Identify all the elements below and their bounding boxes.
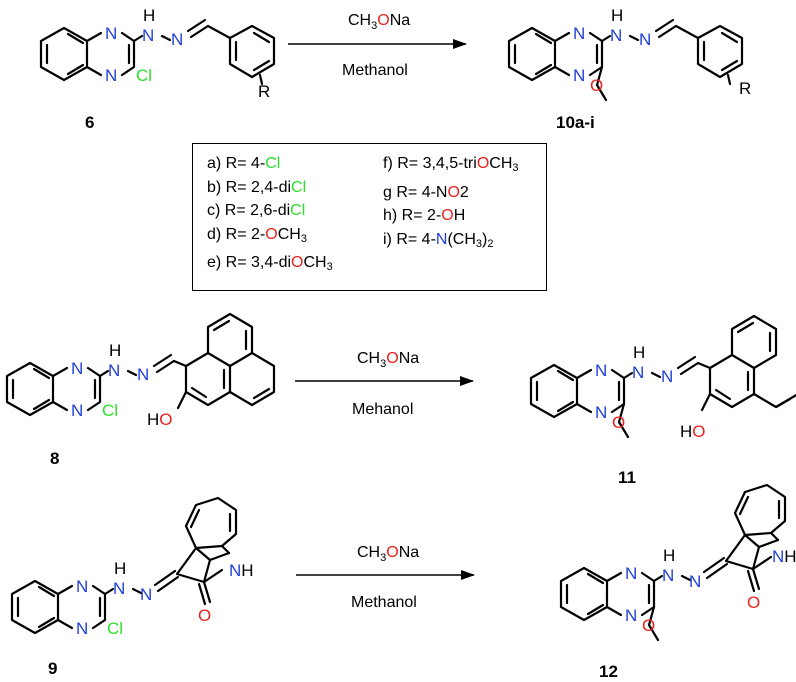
atom-nh: NH: [772, 547, 796, 566]
compound-12-structure: [559, 483, 787, 642]
atom-n: N: [105, 24, 117, 43]
legend-item: c) R= 2,6-diCl: [207, 202, 306, 219]
atom-h: H: [109, 341, 121, 360]
reagent-bottom-3: Methanol: [351, 594, 417, 611]
compound-label-10a-i: 10a-i: [556, 113, 595, 132]
atom-n: N: [140, 585, 152, 604]
atom-n: N: [71, 359, 83, 378]
atom-n: N: [625, 564, 637, 583]
legend-column-right: f) R= 3,4,5-triOCH3 g R= 4-NO2 h) R= 2-OH i…: [383, 152, 519, 256]
reagent-bottom-2: Mehanol: [352, 401, 413, 418]
compound-6-structure: [39, 18, 276, 86]
atom-n: N: [108, 361, 120, 380]
atom-n: N: [171, 30, 183, 49]
atom-n: N: [661, 367, 673, 386]
compound-label-11: 11: [618, 468, 636, 487]
atom-n: N: [113, 579, 125, 598]
compound-9-structure: [10, 496, 238, 635]
substituent-legend-box: a) R= 4-Cl b) R= 2,4-diCl c) R= 2,6-diCl d)…: [192, 143, 547, 291]
atom-n: N: [142, 26, 154, 45]
atom-h: H: [663, 546, 675, 565]
atom-n: N: [71, 401, 83, 420]
legend-item: a) R= 4-Cl: [207, 155, 281, 172]
atom-n: N: [595, 403, 607, 422]
atom-n: N: [639, 30, 651, 49]
legend-item: e) R= 3,4-diOCH3: [207, 254, 333, 273]
atom-h: H: [611, 6, 623, 25]
atom-n: N: [137, 365, 149, 384]
atom-n: N: [105, 66, 117, 85]
reagent-bottom-1: Methanol: [342, 62, 408, 79]
atom-n: N: [573, 66, 585, 85]
compound-label-9: 9: [48, 659, 57, 678]
atom-cl: Cl: [102, 401, 118, 420]
atom-n: N: [76, 619, 88, 638]
atom-cl: Cl: [107, 619, 123, 638]
atom-n: N: [76, 577, 88, 596]
compound-10-structure: [507, 18, 744, 102]
atom-ho: HO: [147, 410, 173, 429]
atom-o: O: [642, 616, 655, 635]
legend-item: i) R= 4-N(CH3)2: [383, 230, 494, 250]
compound-label-12: 12: [599, 662, 618, 681]
atom-n: N: [610, 26, 622, 45]
compound-11-structure: [529, 314, 796, 439]
compound-8-structure: [5, 312, 276, 417]
substituent-r: R: [258, 82, 270, 101]
legend-item: b) R= 2,4-diCl: [207, 178, 307, 196]
legend-item: g R= 4-NO2: [383, 183, 469, 201]
atom-n: N: [632, 363, 644, 382]
atom-cl: Cl: [136, 66, 152, 85]
atom-o: O: [747, 593, 760, 612]
atom-n: N: [595, 361, 607, 380]
legend-item: d) R= 2-OCH3: [207, 225, 307, 245]
legend-item: f) R= 3,4,5-triOCH3: [383, 155, 519, 174]
compound-label-6: 6: [85, 113, 94, 132]
reagent-top-3: CH3ONa: [357, 544, 419, 564]
atom-h: H: [633, 343, 645, 362]
atom-ho: HO: [680, 422, 706, 441]
compound-label-8: 8: [50, 449, 59, 468]
atom-o: O: [590, 76, 603, 95]
atom-n: N: [625, 606, 637, 625]
substituent-r: R: [739, 79, 751, 98]
atom-h: H: [114, 559, 126, 578]
atom-n: N: [689, 572, 701, 591]
atom-o: O: [198, 606, 211, 625]
atom-n: N: [662, 566, 674, 585]
atom-nh: NH: [229, 561, 254, 580]
reagent-top-1: CH3ONa: [348, 12, 410, 32]
reagent-top-2: CH3ONa: [357, 350, 419, 370]
atom-o: O: [612, 413, 625, 432]
legend-column-left: a) R= 4-Cl b) R= 2,4-diCl c) R= 2,6-diCl d)…: [207, 152, 333, 280]
legend-item: h) R= 2-OH: [383, 207, 466, 224]
atom-n: N: [573, 24, 585, 43]
atom-h: H: [143, 6, 155, 25]
